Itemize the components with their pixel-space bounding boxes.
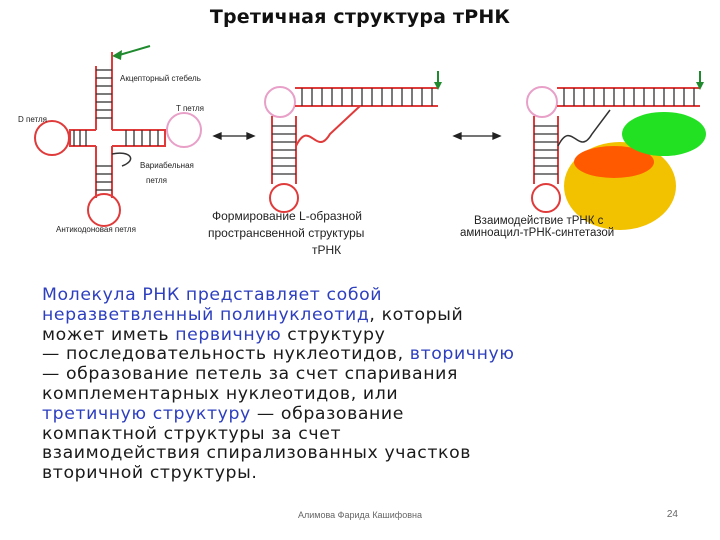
variable-loop <box>111 152 132 167</box>
trna-synthetase-complex <box>526 71 706 230</box>
trna-diagram: Акцепторный стебель D петля T петля Вари… <box>18 45 706 257</box>
t-loop <box>166 112 202 148</box>
body-line-6: комплементарных нуклеотидов, или <box>42 383 399 404</box>
orange-blob <box>574 146 654 178</box>
anticodon-loop <box>87 193 121 227</box>
green-arrow-icon <box>115 45 151 57</box>
slide-title: Третичная структура тРНК <box>209 6 511 28</box>
body-line-10: вторичной структуры. <box>42 463 258 484</box>
body-line-7: третичную структуру — образование <box>42 403 404 424</box>
label-anticodon: Антикодоновая петля <box>56 225 136 234</box>
body-line-5: — образование петель за счет спаривания <box>42 364 458 385</box>
d-loop <box>34 120 70 156</box>
label-variable-2: петля <box>146 176 167 185</box>
body-line-8: компактной структуры за счет <box>42 423 342 444</box>
l-shaped-structure <box>264 71 442 213</box>
body-line-2: неразветвленный полинуклеотид, который <box>42 304 464 325</box>
label-variable-1: Вариабельная <box>140 161 194 170</box>
double-arrow-icon <box>452 132 502 140</box>
body-line-1: Молекула РНК представляет собой <box>42 285 383 305</box>
double-arrow-icon <box>212 132 256 140</box>
label-right-1: Взаимодействие тРНК с <box>474 215 604 227</box>
label-d-loop: D петля <box>18 115 47 124</box>
body-line-9: взаимодействия спирализованных участков <box>42 443 472 464</box>
label-middle-1: Формирование L-образной <box>212 209 362 223</box>
label-acceptor: Акцепторный стебель <box>120 74 201 83</box>
label-right-2: аминоацил-тРНК-синтетазой <box>460 227 614 239</box>
label-middle-3: тРНК <box>312 243 341 257</box>
body-paragraph: Молекула РНК представляет собой неразвет… <box>42 285 702 484</box>
cloverleaf-structure <box>34 45 202 227</box>
label-t-loop: T петля <box>176 104 204 113</box>
label-middle-2: пространсвенной структуры <box>208 226 364 240</box>
body-line-4: — последовательность нуклеотидов, вторич… <box>42 344 515 365</box>
page-number: 24 <box>666 509 678 520</box>
green-blob <box>622 112 706 156</box>
body-line-3: может иметь первичную структуру <box>42 324 386 345</box>
footer-author: Алимова Фарида Кашифовна <box>298 510 422 520</box>
